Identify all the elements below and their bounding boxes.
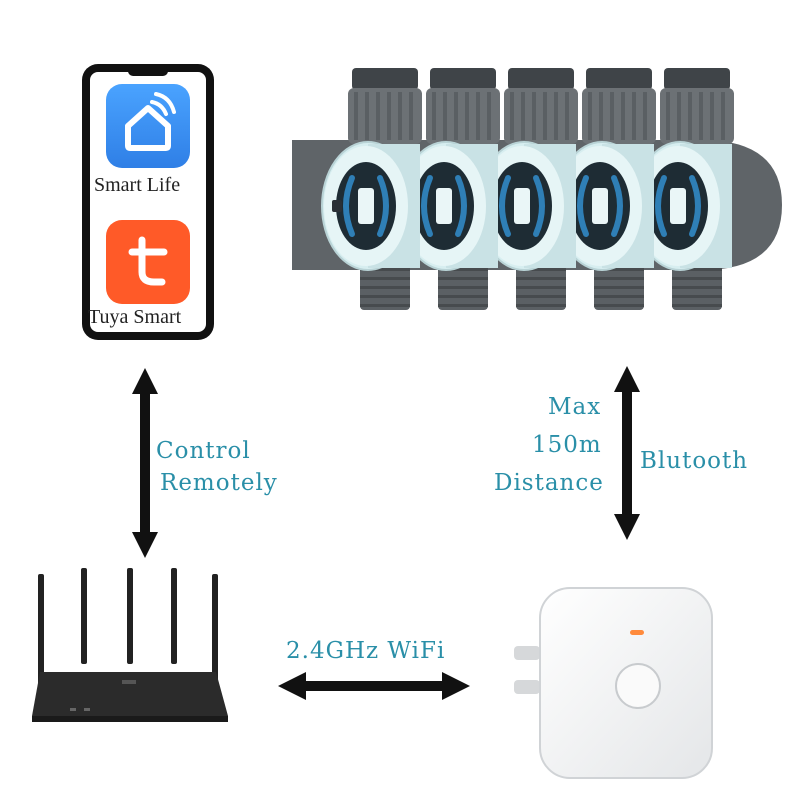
tuya-t-icon (106, 220, 190, 304)
smartphone: Smart Life Tuya Smart (80, 62, 216, 342)
wifi-router (30, 568, 240, 728)
bluetooth-gateway (510, 584, 720, 784)
wifi-arrow (278, 672, 470, 700)
control-label-line2: Remotely (160, 470, 278, 496)
router-icon (32, 568, 228, 722)
bt-protocol-label: Blutooth (640, 448, 749, 474)
water-valve (321, 68, 422, 310)
water-valve-illustration (292, 68, 782, 310)
bt-distance-label: Distance (494, 470, 604, 496)
bluetooth-arrow (614, 366, 640, 540)
water-valve-group (282, 60, 792, 330)
water-valve (399, 68, 500, 310)
smart-life-app[interactable] (106, 84, 190, 168)
tuya-smart-label: Tuya Smart (88, 306, 182, 328)
control-arrow (132, 368, 158, 558)
water-valve (633, 68, 734, 310)
smart-life-label: Smart Life (94, 174, 181, 196)
bt-distance-value-label: 150m (532, 432, 602, 458)
smart-life-house-icon (106, 84, 190, 168)
wifi-label: 2.4GHz WiFi (286, 638, 446, 664)
bt-max-label: Max (548, 394, 602, 420)
tuya-smart-app[interactable] (106, 220, 190, 304)
control-label-line1: Control (156, 438, 251, 464)
gateway-icon (514, 587, 713, 779)
